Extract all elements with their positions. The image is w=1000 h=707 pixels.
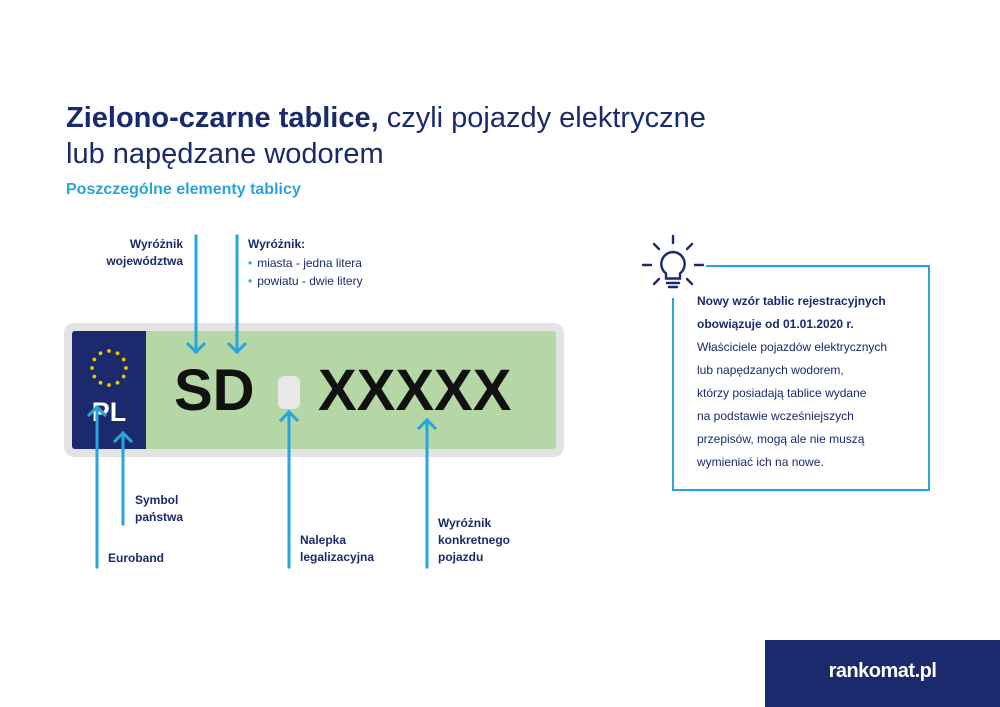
label-line: Nalepka — [300, 533, 347, 547]
label-symbol-panstwa: Symbol państwa — [135, 492, 183, 526]
plate-region-code: SD — [174, 358, 255, 423]
label-nalepka: Nalepka legalizacyjna — [300, 532, 374, 566]
eu-star — [98, 380, 103, 385]
info-line: przepisów, mogą ale nie muszą — [697, 432, 865, 446]
eu-stars-icon — [90, 349, 128, 387]
info-body: Właściciele pojazdów elektrycznych lub n… — [697, 336, 887, 474]
label-line: Wyróżnik — [438, 516, 492, 530]
label-line: pojazdu — [438, 550, 484, 564]
info-line: wymieniać ich na nowe. — [697, 455, 824, 469]
title-rest: czyli pojazdy elektryczne — [378, 102, 706, 134]
arrow-pojazdu — [416, 417, 438, 569]
info-line: którzy posiadają tablice wydane — [697, 386, 867, 400]
info-heading: Nowy wzór tablic rejestracyjnych obowiąz… — [697, 290, 886, 336]
label-line: Wyróżnik — [129, 237, 183, 251]
eu-star — [121, 357, 126, 362]
plate-face: PL SD XXXXX — [72, 331, 556, 449]
brand-logo[interactable]: rankomat.pl — [828, 660, 937, 682]
arrow-wyroznik — [226, 234, 248, 355]
info-line: lub napędzanych wodorem, — [697, 363, 844, 377]
euroband: PL — [72, 331, 146, 449]
info-line: na podstawie wcześniejszych — [697, 409, 854, 423]
arrow-nalepka — [278, 409, 300, 569]
eu-star — [124, 366, 128, 370]
label-line: legalizacyjna — [300, 550, 375, 564]
eu-star — [115, 351, 120, 356]
eu-star — [107, 383, 111, 387]
wyroznik-item-miasta: miasta - jedna litera — [248, 254, 363, 272]
eu-star — [107, 349, 111, 353]
label-euroband: Euroband — [108, 551, 164, 565]
license-plate: PL SD XXXXX — [64, 323, 564, 457]
lightbulb-icon — [640, 232, 706, 298]
label-line: Symbol — [135, 493, 179, 507]
arrow-symbol-panstwa — [112, 430, 134, 526]
arrow-euroband — [86, 404, 108, 569]
title-line2: lub napędzane wodorem — [66, 138, 384, 170]
page-title: Zielono-czarne tablice, czyli pojazdy el… — [66, 100, 706, 172]
wyroznik-list: miasta - jedna litera powiatu - dwie lit… — [248, 254, 363, 290]
wyroznik-item-powiatu: powiatu - dwie litery — [248, 272, 363, 290]
info-line: Właściciele pojazdów elektrycznych — [697, 340, 888, 354]
label-wyroznik-pojazdu: Wyróżnik konkretnego pojazdu — [438, 515, 510, 566]
label-wyroznik-title: Wyróżnik: — [248, 237, 306, 251]
label-line: województwa — [106, 254, 183, 268]
item-text: miasta - jedna litera — [257, 256, 362, 270]
title-bold: Zielono-czarne tablice, — [66, 102, 379, 134]
eu-star — [92, 374, 97, 379]
label-wyroznik-wojewodztwa: Wyróżnik województwa — [80, 236, 183, 270]
eu-star — [92, 357, 97, 362]
section-subtitle: Poszczególne elementy tablicy — [66, 181, 301, 198]
label-line: państwa — [135, 510, 184, 524]
plate-number: XXXXX — [318, 358, 512, 423]
eu-star — [98, 351, 103, 356]
eu-star — [121, 374, 126, 379]
eu-star — [115, 380, 120, 385]
label-line: konkretnego — [438, 533, 511, 547]
eu-star — [90, 366, 94, 370]
registration-sticker — [278, 376, 300, 409]
footer-bar: rankomat.pl — [765, 640, 1000, 707]
info-heading-line: Nowy wzór tablic rejestracyjnych — [697, 294, 886, 308]
info-heading-line: obowiązuje od 01.01.2020 r. — [697, 317, 854, 331]
item-text: powiatu - dwie litery — [257, 274, 363, 288]
info-box — [672, 265, 930, 491]
arrow-wojewodztwa — [185, 234, 207, 355]
